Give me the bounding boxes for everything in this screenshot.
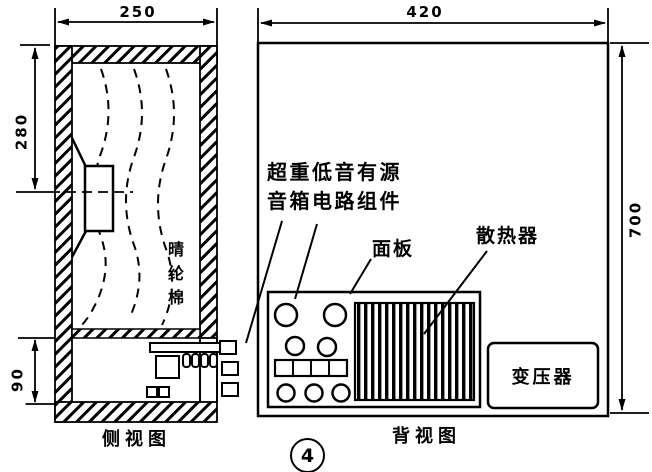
rear-terminal-1 bbox=[219, 340, 237, 355]
jack-3 bbox=[331, 383, 351, 403]
connector-pin-4 bbox=[209, 353, 218, 368]
circuit-component bbox=[155, 355, 180, 379]
circuit-part-small-1 bbox=[146, 386, 158, 398]
panel-label: 面板 bbox=[372, 238, 415, 260]
side-right-wall bbox=[199, 45, 218, 339]
damping-material-label: 晴纶棉 bbox=[165, 241, 184, 313]
side-top-wall bbox=[54, 45, 218, 64]
internal-shelf bbox=[71, 328, 201, 339]
knob-medium-2 bbox=[316, 336, 338, 358]
side-left-wall bbox=[54, 45, 73, 423]
damping-curve-2 bbox=[125, 68, 143, 320]
speaker-driver bbox=[70, 137, 115, 258]
figure-number: 4 bbox=[300, 444, 315, 467]
module-label-line2: 音箱电路组件 bbox=[267, 189, 402, 213]
dim-90-label: 90 bbox=[9, 347, 27, 412]
heatsink bbox=[353, 301, 476, 402]
module-label: 超重低音有源 音箱电路组件 bbox=[267, 158, 402, 216]
driver-cone-top-line bbox=[70, 137, 88, 168]
transformer-label: 变压器 bbox=[511, 366, 575, 388]
jack-1 bbox=[276, 383, 296, 403]
circuit-board bbox=[149, 342, 224, 353]
back-outline bbox=[256, 41, 610, 418]
leader-heatsink bbox=[423, 250, 488, 335]
figure-number-badge: 4 bbox=[290, 438, 325, 472]
leader-module-to-circuit bbox=[245, 220, 283, 344]
dim-420-label: 420 bbox=[399, 5, 451, 20]
knob-large-1 bbox=[273, 302, 299, 328]
dim-280-label: 280 bbox=[13, 99, 31, 164]
dim-700-label: 700 bbox=[627, 187, 645, 252]
back-view bbox=[245, 8, 649, 418]
driver-magnet bbox=[83, 164, 115, 233]
driver-cone-bottom-line bbox=[70, 230, 88, 258]
jack-2 bbox=[304, 383, 324, 403]
connector-pin-3 bbox=[200, 353, 209, 368]
damping-curve-1 bbox=[79, 68, 110, 328]
side-bottom-wall bbox=[54, 401, 218, 423]
circuit-part-small-2 bbox=[158, 386, 170, 398]
knob-large-2 bbox=[322, 302, 348, 328]
knob-medium-1 bbox=[284, 335, 306, 357]
side-view bbox=[16, 8, 239, 423]
rear-terminal-3 bbox=[221, 382, 239, 397]
connector-pin-2 bbox=[191, 353, 200, 368]
dim-250-label: 250 bbox=[112, 5, 164, 20]
heatsink-label: 散热器 bbox=[476, 225, 540, 247]
rear-terminal-2 bbox=[221, 361, 239, 376]
module-label-line1: 超重低音有源 bbox=[267, 160, 402, 184]
panel-controls bbox=[273, 302, 351, 403]
leader-module-to-panel bbox=[294, 223, 318, 300]
circuit-assembly bbox=[146, 340, 239, 398]
side-view-caption: 侧视图 bbox=[102, 429, 171, 450]
rear-panel bbox=[266, 290, 482, 409]
transformer-box bbox=[486, 341, 600, 410]
back-view-caption: 背视图 bbox=[392, 426, 461, 447]
leader-panel bbox=[349, 258, 372, 295]
damping-curves bbox=[79, 68, 175, 328]
damping-curve-3 bbox=[157, 68, 175, 326]
connector-pin-1 bbox=[182, 353, 191, 368]
